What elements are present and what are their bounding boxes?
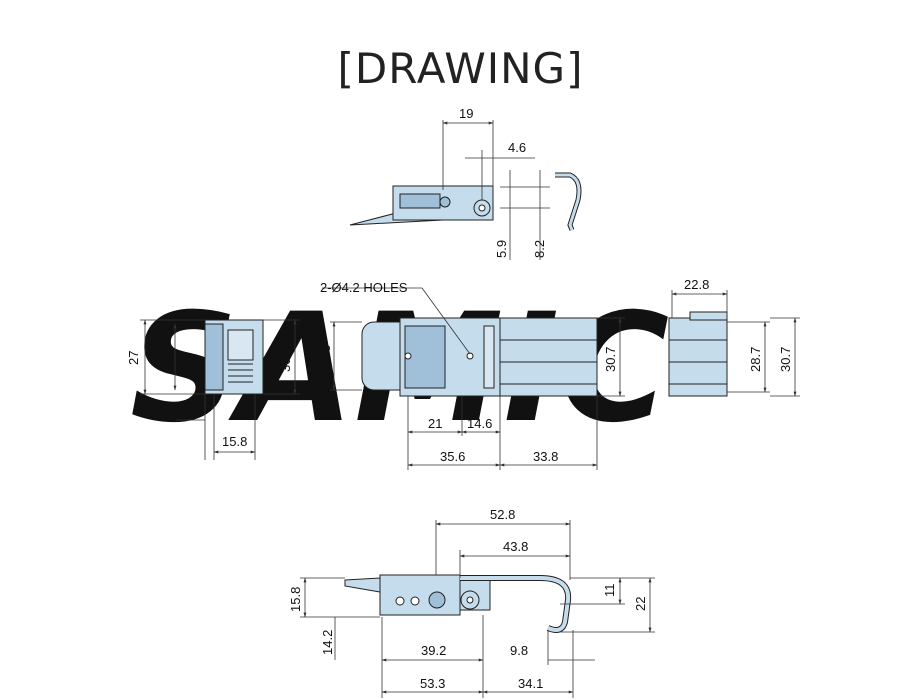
dim-center-23-5: 23.5 <box>318 345 333 370</box>
dim-left-1-5: 1.5 <box>178 404 196 419</box>
top-latch-body <box>349 172 582 231</box>
dim-right-30-7: 30.7 <box>778 347 793 372</box>
dim-right-28-7: 28.7 <box>748 347 763 372</box>
dim-bottom-9-8: 9.8 <box>510 643 528 658</box>
dim-top-5-9: 5.9 <box>494 240 509 258</box>
center-top-view: 2-Ø4.2 HOLES 23.5 30.7 21 14.6 35.6 33.8 <box>318 280 625 470</box>
dim-bottom-52-8: 52.8 <box>490 507 515 522</box>
dim-left-30-7: 30.7 <box>278 347 293 372</box>
right-end-view: 22.8 28.7 30.7 <box>668 277 800 397</box>
dim-left-27: 27 <box>126 351 141 365</box>
dim-top-8-2: 8.2 <box>532 240 547 258</box>
left-latch-body <box>204 319 264 395</box>
right-latch-body <box>668 311 728 397</box>
dim-left-15-8: 15.8 <box>222 434 247 449</box>
dim-bottom-43-8: 43.8 <box>503 539 528 554</box>
page-title: [DRAWING] <box>337 44 584 93</box>
dim-top-4-6: 4.6 <box>508 140 526 155</box>
bottom-latch-body <box>344 574 572 633</box>
dim-bottom-53-3: 53.3 <box>420 676 445 691</box>
dim-center-35-6: 35.6 <box>440 449 465 464</box>
callout-holes: 2-Ø4.2 HOLES <box>320 280 408 295</box>
dim-center-14-6: 14.6 <box>467 416 492 431</box>
dim-bottom-14-2: 14.2 <box>320 630 335 655</box>
center-latch-body <box>361 317 598 397</box>
dim-center-30-7: 30.7 <box>603 347 618 372</box>
dim-bottom-11: 11 <box>602 584 617 598</box>
dim-center-21: 21 <box>428 416 442 431</box>
dim-right-22-8: 22.8 <box>684 277 709 292</box>
dim-center-33-8: 33.8 <box>533 449 558 464</box>
dim-bottom-34-1: 34.1 <box>518 676 543 691</box>
top-side-view: 19 4.6 5.9 8.2 <box>349 106 582 260</box>
left-end-view: 27 25 30.7 1.5 15.8 <box>126 319 300 460</box>
dim-bottom-22: 22 <box>633 597 648 611</box>
bottom-side-view: 52.8 43.8 15.8 14.2 11 22 39.2 9.8 <box>288 507 655 698</box>
dim-bottom-15-8: 15.8 <box>288 587 303 612</box>
dim-bottom-39-2: 39.2 <box>421 643 446 658</box>
dim-top-19: 19 <box>459 106 473 121</box>
dim-left-25: 25 <box>158 349 173 363</box>
